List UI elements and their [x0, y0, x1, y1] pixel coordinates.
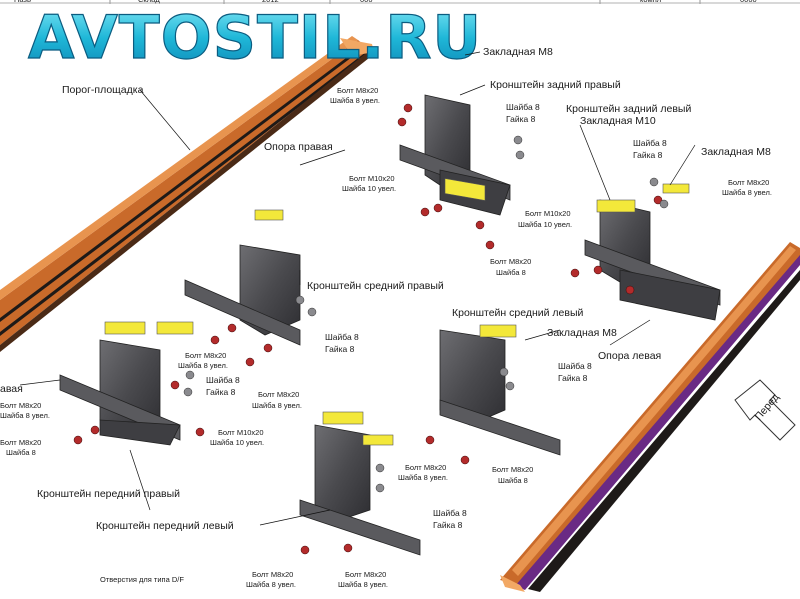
label-shaiba8uvel-2: Шайба 8 увел. [722, 188, 772, 197]
label-zakladnaya-m10: Закладная M10 [580, 115, 656, 127]
label-opora-levaya: Опора левая [598, 350, 661, 362]
bracket-middle-right [184, 209, 301, 346]
label-bolt-m8-9: Болт M8x20 [492, 465, 533, 474]
header-fragment: компл [640, 0, 661, 4]
label-gaika8-4: Гайка 8 [325, 344, 355, 354]
label-zakladnaya-m8-ml: Закладная M8 [547, 327, 617, 339]
label-gaika8-2: Гайка 8 [633, 150, 663, 160]
label-shaiba8uvel-4: Шайба 8 увел. [178, 361, 228, 370]
label-bolt-m8-1: Болт M8x20 [337, 86, 378, 95]
label-shaiba8uvel-1: Шайба 8 увел. [330, 96, 380, 105]
label-bolt-m8-4: Болт M8x20 [185, 351, 226, 360]
washers-nuts [183, 135, 669, 493]
label-bolt-m8-2: Болт M8x20 [728, 178, 769, 187]
label-shaiba8uvel-12: Шайба 8 увел. [338, 580, 388, 589]
label-shaiba8-2: Шайба 8 [633, 138, 667, 148]
label-gaika8-5: Гайка 8 [206, 387, 236, 397]
label-zakladnaya-m8-top: Закладная M8 [483, 46, 553, 58]
header-fragment: Назв [14, 0, 31, 4]
label-bolt-m8-12: Болт M8x20 [345, 570, 386, 579]
label-gaika8-10: Гайка 8 [433, 520, 463, 530]
label-kr-zadniy-levyi: Кронштейн задний левый [566, 103, 691, 115]
label-bolt-m10-2: Болт M10x20 [525, 209, 571, 218]
label-kr-peredniy-pravyi: Кронштейн передний правый [37, 488, 180, 500]
label-shaiba8-7: Шайба 8 [6, 448, 36, 457]
right-step-board [500, 242, 800, 592]
label-bolt-m8-8: Болт M8x20 [405, 463, 446, 472]
label-shaiba10uvel-2: Шайба 10 увел. [518, 220, 572, 229]
watermark: AVTOSTIL.RU [28, 3, 482, 73]
label-shaiba8-4: Шайба 8 [325, 332, 359, 342]
header-table [0, 0, 800, 4]
left-step-board [0, 36, 374, 352]
label-bolt-m8-11: Болт M8x20 [252, 570, 293, 579]
label-avaya: авая [0, 383, 23, 395]
header-fragment: Склад [138, 0, 160, 4]
leader-lines [19, 51, 696, 526]
front-direction-arrow: Перед [734, 379, 796, 441]
label-gaika8-6: Гайка 8 [558, 373, 588, 383]
label-kr-sredniy-pravyi: Кронштейн средний правый [307, 280, 444, 292]
label-bolt-m10-3: Болт M10x20 [218, 428, 264, 437]
label-shaiba8uvel-8: Шайба 8 увел. [398, 473, 448, 482]
header-fragment: 2012 [262, 0, 279, 4]
header-fragment: 0000 [740, 0, 757, 4]
label-bolt-m10-1: Болт M10x20 [349, 174, 395, 183]
label-shaiba8-5: Шайба 8 [206, 375, 240, 385]
label-shaiba10uvel-3: Шайба 10 увел. [210, 438, 264, 447]
fasteners [73, 103, 663, 555]
label-shaiba8-9: Шайба 8 [498, 476, 528, 485]
label-shaiba8-10: Шайба 8 [433, 508, 467, 518]
label-shaiba8uvel-5: Шайба 8 увел. [0, 411, 50, 420]
label-bolt-m8-5: Болт M8x20 [0, 401, 41, 410]
label-shaiba8-6: Шайба 8 [558, 361, 592, 371]
label-zakladnaya-m8-r: Закладная M8 [701, 146, 771, 158]
label-shaiba10uvel-1: Шайба 10 увел. [342, 184, 396, 193]
label-shaiba8-1: Шайба 8 [506, 102, 540, 112]
label-opora-pravaya: Опора правая [264, 141, 333, 153]
label-kr-sredniy-levyi: Кронштейн средний левый [452, 307, 583, 319]
labels: Порог-площадка Закладная M8 Кронштейн за… [0, 46, 772, 589]
label-otverstiya: Отверстия для типа D/F [100, 575, 184, 584]
header-fragment: 000 [360, 0, 373, 4]
label-kr-peredniy-levyi: Кронштейн передний левый [96, 520, 234, 532]
label-shaiba8uvel-11: Шайба 8 увел. [246, 580, 296, 589]
bracket-front-left [299, 411, 421, 556]
bracket-rear-left [584, 183, 721, 321]
label-porog: Порог-площадка [62, 84, 144, 96]
bracket-rear-right [399, 94, 511, 216]
label-bolt-m8-6: Болт M8x20 [258, 390, 299, 399]
label-bolt-m8-7: Болт M8x20 [0, 438, 41, 447]
label-shaiba8uvel-6: Шайба 8 увел. [252, 401, 302, 410]
label-bolt-m8-3: Болт M8x20 [490, 257, 531, 266]
bracket-middle-left [439, 324, 561, 456]
bracket-front-right [59, 321, 194, 446]
label-shaiba8-3: Шайба 8 [496, 268, 526, 277]
label-gaika8-1: Гайка 8 [506, 114, 536, 124]
label-kr-zadniy-pravyi: Кронштейн задний правый [490, 79, 621, 91]
